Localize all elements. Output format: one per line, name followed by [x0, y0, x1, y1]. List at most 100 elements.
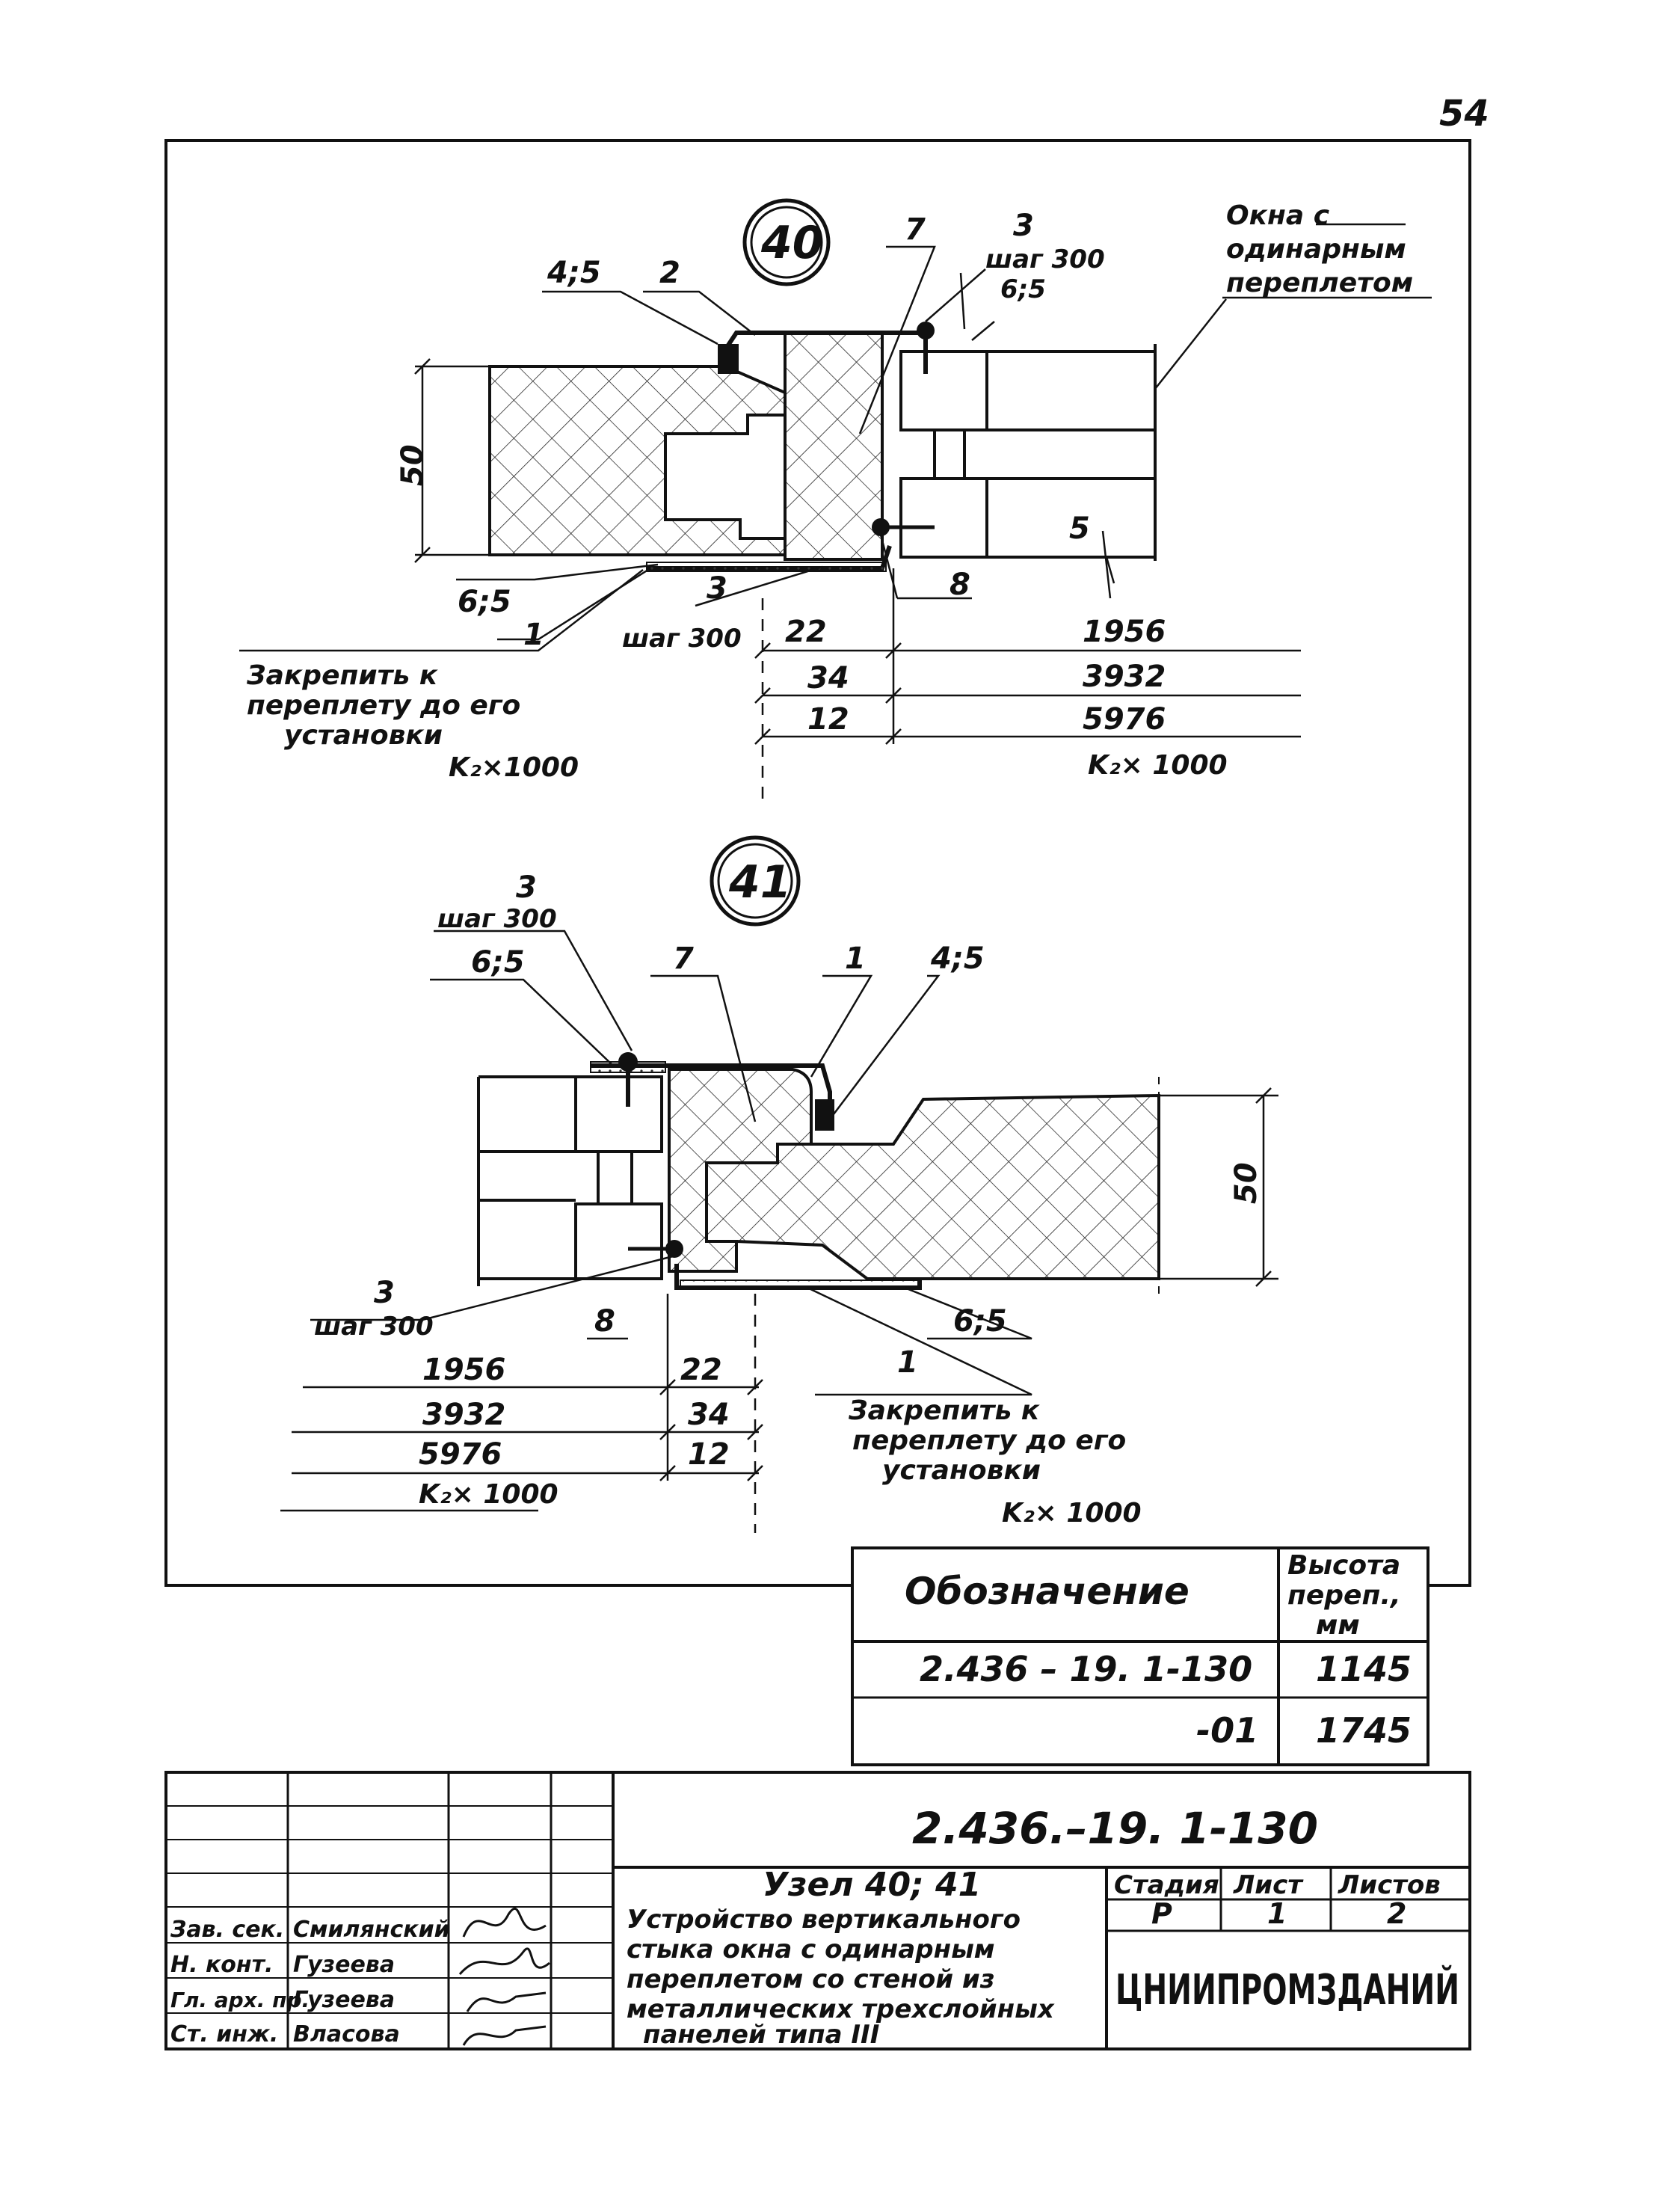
callout-65-top-40: 6;5: [1000, 274, 1046, 304]
callout-1-40: 1: [523, 618, 544, 652]
spec-table: Обозначение Высота переп., мм 2.436 – 19…: [851, 1546, 1429, 1766]
page-number: 54: [1439, 93, 1489, 135]
dim-12-41: 12: [688, 1437, 730, 1472]
window-note-line1: Окна с: [1226, 200, 1329, 231]
dim-5976-40: 5976: [1083, 702, 1166, 737]
fix-note-41-line3: установки: [882, 1455, 1041, 1486]
callout-3-top-40: 3: [1013, 209, 1034, 243]
node-title: Узел 40; 41: [763, 1866, 981, 1904]
window-note-line2: одинарным: [1226, 234, 1406, 265]
screw-bottom-40: [872, 518, 935, 536]
dim-1956-40: 1956: [1083, 615, 1166, 649]
organization: ЦНИИПРОМЗДАНИЙ: [1115, 1965, 1459, 2015]
sheets-header: Листов: [1338, 1870, 1441, 1900]
dim-34-41: 34: [688, 1398, 730, 1432]
dim-5976-41: 5976: [419, 1437, 502, 1472]
node-41: 41: [280, 835, 1278, 1533]
node-40: 40: [239, 198, 1432, 808]
description-line2: стыка окна с одинарным: [627, 1935, 995, 1964]
callout-3-step-40: шаг 300: [985, 245, 1105, 274]
fix-note-40-line3: установки: [284, 720, 443, 751]
panel-insulation-40: [488, 365, 787, 556]
window-note-line3: переплетом: [1226, 268, 1413, 298]
stage-value: Р: [1151, 1897, 1172, 1930]
dim-3932-40: 3932: [1083, 660, 1166, 694]
frame-insulation-40: [784, 331, 884, 561]
spec-header-height-2: переп.,: [1287, 1580, 1401, 1611]
dim-34-40: 34: [807, 661, 849, 695]
sheet-value: 1: [1267, 1897, 1287, 1930]
stage-header: Стадия: [1114, 1870, 1219, 1900]
drawing-frame: [164, 139, 1471, 1587]
sig-name-3: Гузеева: [293, 1987, 395, 2013]
spec-row2-height: 1745: [1316, 1710, 1412, 1751]
dim-1956-41: 1956: [422, 1353, 505, 1387]
dim-3932-41: 3932: [422, 1398, 505, 1432]
node-40-marker: [742, 198, 831, 286]
callout-2-40: 2: [659, 256, 680, 290]
screw-top-40: [917, 322, 935, 374]
node-40-label: 40: [760, 217, 824, 269]
k-note-right-41: K₂× 1000: [1002, 1498, 1142, 1529]
callout-65-40: 6;5: [458, 585, 511, 619]
title-block: [164, 1771, 1471, 2050]
description-line4: металлических трехслойных: [627, 1994, 1055, 2024]
sheets-value: 2: [1387, 1897, 1406, 1930]
panel-insulation-41: [705, 1093, 1160, 1280]
k-note-left-41: K₂× 1000: [419, 1479, 558, 1510]
callout-3-step-41: шаг 300: [437, 904, 557, 934]
callout-7-40: 7: [905, 212, 926, 247]
fix-note-40-line1: Закрепить к: [246, 660, 439, 691]
window-profile-40: [899, 344, 1157, 561]
callout-3-bottom-step-41: шаг 300: [314, 1312, 434, 1342]
dim-12-40: 12: [807, 702, 849, 737]
callout-1-bottom-41: 1: [897, 1345, 918, 1380]
fix-note-41-line2: переплету до его: [852, 1425, 1126, 1456]
dim-22-40: 22: [785, 615, 827, 649]
dim-5-40: 5: [1069, 511, 1090, 546]
spec-header-designation: Обозначение: [905, 1570, 1189, 1613]
signature-marks: [458, 1908, 550, 2046]
callout-3-bottom-step-40: шаг 300: [622, 624, 742, 654]
window-profile-41: [477, 1075, 663, 1286]
callout-7-41: 7: [673, 941, 694, 976]
sheet-header: Лист: [1233, 1870, 1304, 1900]
sig-role-4: Ст. инж.: [170, 2021, 278, 2047]
callout-1-top-41: 1: [845, 941, 866, 976]
node-41-marker: [710, 835, 801, 927]
node-41-label: 41: [728, 856, 792, 909]
fix-note-40-line2: переплету до его: [247, 690, 520, 721]
description-line1: Устройство вертикального: [627, 1905, 1021, 1935]
dim-50-41: 50: [1229, 1162, 1264, 1204]
callout-45-40: 4;5: [547, 256, 601, 290]
k-note-right-40: K₂× 1000: [1088, 750, 1228, 781]
sig-role-2: Н. конт.: [170, 1952, 273, 1978]
screw-bottom-41: [628, 1240, 683, 1258]
spec-row1-designation: 2.436 – 19. 1-130: [920, 1649, 1252, 1689]
callout-3-bottom-41: 3: [374, 1276, 395, 1310]
sig-name-4: Власова: [293, 2021, 400, 2047]
sig-role-3: Гл. арх. пр.: [170, 1988, 310, 2012]
callout-8-40: 8: [950, 568, 970, 602]
description-line3: переплетом со стеной из: [627, 1964, 994, 1994]
spec-row1-height: 1145: [1316, 1649, 1412, 1689]
fix-note-41-line1: Закрепить к: [848, 1395, 1041, 1426]
sig-name-1: Смилянский: [293, 1917, 450, 1943]
description-line5: панелей типа III: [643, 2020, 879, 2050]
sig-name-2: Гузеева: [293, 1952, 395, 1978]
dim-50-40: 50: [396, 444, 430, 486]
spec-header-height-3: мм: [1316, 1610, 1360, 1641]
k-note-left-40: K₂×1000: [449, 752, 579, 783]
spec-row2-designation: -01: [1196, 1710, 1258, 1751]
callout-3-bottom-40: 3: [707, 571, 727, 606]
callout-65-bottom-41: 6;5: [953, 1304, 1007, 1339]
callout-65-top-41: 6;5: [471, 945, 525, 980]
sig-role-1: Зав. сек.: [170, 1917, 284, 1943]
screw-top-41: [618, 1052, 638, 1107]
callout-8-41: 8: [594, 1304, 615, 1339]
doc-code: 2.436.–19. 1-130: [912, 1803, 1318, 1854]
spec-header-height-1: Высота: [1287, 1550, 1400, 1581]
dim-22-41: 22: [680, 1353, 722, 1387]
callout-45-41: 4;5: [930, 941, 985, 976]
